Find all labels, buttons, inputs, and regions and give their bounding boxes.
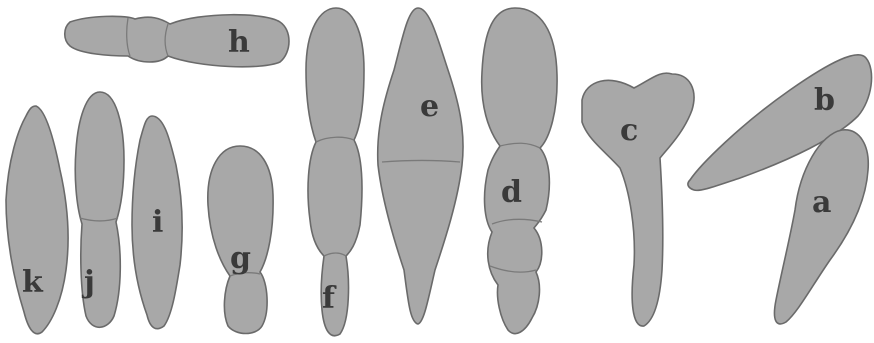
label-e: e — [420, 89, 439, 124]
label-c: c — [620, 113, 638, 148]
label-h: h — [228, 25, 250, 60]
spore-g: g — [208, 146, 273, 334]
spore-i: i — [132, 116, 182, 329]
label-f: f — [322, 281, 337, 316]
spore-c: c — [582, 73, 694, 326]
label-a: a — [812, 185, 831, 220]
label-d: d — [501, 175, 522, 210]
label-g: g — [230, 241, 251, 276]
spore-k: k — [6, 106, 68, 334]
spore-j: j — [75, 92, 124, 327]
label-i: i — [152, 205, 163, 240]
label-b: b — [814, 83, 835, 118]
spore-e: e — [378, 8, 463, 324]
label-k: k — [22, 265, 44, 300]
spore-h: h — [65, 15, 289, 67]
label-j: j — [81, 265, 95, 300]
spore-d: d — [482, 8, 557, 334]
spore-f: f — [306, 8, 364, 336]
